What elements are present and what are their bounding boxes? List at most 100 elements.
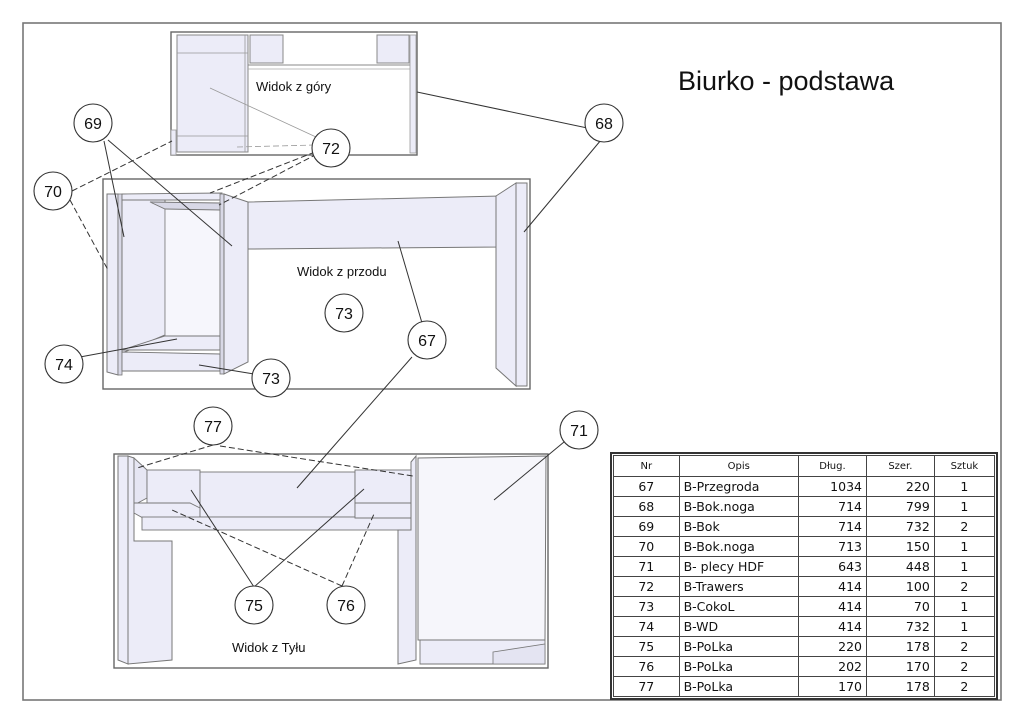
- callout-77-label: 77: [204, 419, 222, 436]
- cell-sztuk: 2: [933, 656, 996, 677]
- cell-szer: 150: [865, 536, 935, 557]
- back-view: Widok z Tyłu: [113, 453, 549, 669]
- cell-sztuk: 1: [933, 536, 996, 557]
- cell-opis: B-Trawers: [678, 576, 799, 597]
- cell-nr: 74: [613, 616, 680, 637]
- cell-dlug: 414: [797, 596, 867, 617]
- cell-dlug: 643: [797, 556, 867, 577]
- cell-sztuk: 2: [933, 576, 996, 597]
- cell-nr: 76: [613, 656, 680, 677]
- callout-73-center-label: 73: [335, 306, 353, 323]
- cell-sztuk: 2: [933, 636, 996, 657]
- drawing-title: Biurko - podstawa: [678, 66, 895, 96]
- cell-dlug: 202: [797, 656, 867, 677]
- cell-nr: 72: [613, 576, 680, 597]
- callout-75: 75: [234, 585, 274, 625]
- cell-dlug: 414: [797, 576, 867, 597]
- cell-szer: 178: [865, 636, 935, 657]
- cell-opis: B-PoLka: [678, 676, 799, 697]
- cell-dlug: 1034: [797, 476, 867, 497]
- cell-szer: 178: [865, 676, 935, 697]
- cell-dlug: 170: [797, 676, 867, 697]
- cell-sztuk: 1: [933, 596, 996, 617]
- cell-szer: 448: [865, 556, 935, 577]
- cell-opis: B- plecy HDF: [678, 556, 799, 577]
- cell-szer: 70: [865, 596, 935, 617]
- parts-table-header: Nr Opis Dług. Szer. Sztuk: [613, 455, 996, 477]
- cell-szer: 100: [865, 576, 935, 597]
- callout-73-center: 73: [324, 293, 364, 333]
- callout-69: 69: [73, 103, 113, 143]
- cell-dlug: 220: [797, 636, 867, 657]
- cell-dlug: 713: [797, 536, 867, 557]
- header-szer: Szer.: [865, 455, 935, 477]
- callout-76-label: 76: [337, 598, 355, 615]
- header-nr: Nr: [613, 455, 680, 477]
- cell-opis: B-PoLka: [678, 636, 799, 657]
- cell-nr: 67: [613, 476, 680, 497]
- callout-73-bottom: 73: [251, 358, 291, 398]
- callout-76: 76: [326, 585, 366, 625]
- header-opis: Opis: [678, 455, 799, 477]
- top-view-label: Widok z góry: [256, 79, 332, 94]
- top-view-right-leg: [376, 34, 410, 64]
- cell-sztuk: 2: [933, 676, 996, 697]
- cell-nr: 68: [613, 496, 680, 517]
- callout-69-label: 69: [84, 116, 102, 133]
- header-dlug: Dług.: [797, 455, 867, 477]
- callout-67-label: 67: [418, 333, 436, 350]
- callout-71: 71: [559, 410, 599, 450]
- callout-77: 77: [193, 406, 233, 446]
- cell-sztuk: 1: [933, 616, 996, 637]
- leader-lines: [69, 87, 612, 588]
- cell-szer: 732: [865, 616, 935, 637]
- top-view-cabinet: [176, 34, 249, 153]
- callout-75-label: 75: [245, 598, 263, 615]
- cell-opis: B-Bok.noga: [678, 496, 799, 517]
- cell-nr: 75: [613, 636, 680, 657]
- callout-72-label: 72: [322, 141, 340, 158]
- callout-72: 72: [311, 128, 351, 168]
- cell-dlug: 414: [797, 616, 867, 637]
- cell-nr: 77: [613, 676, 680, 697]
- callout-68-label: 68: [595, 116, 613, 133]
- callout-67: 67: [407, 320, 447, 360]
- callout-71-label: 71: [570, 423, 588, 440]
- front-view: Widok z przodu: [102, 178, 531, 390]
- cell-sztuk: 1: [933, 476, 996, 497]
- callout-74-label: 74: [55, 357, 73, 374]
- cell-opis: B-WD: [678, 616, 799, 637]
- callout-74: 74: [44, 344, 84, 384]
- cell-nr: 70: [613, 536, 680, 557]
- cell-opis: B-PoLka: [678, 656, 799, 677]
- page-border: [22, 22, 1002, 701]
- cell-szer: 170: [865, 656, 935, 677]
- cell-dlug: 714: [797, 496, 867, 517]
- cell-opis: B-Przegroda: [678, 476, 799, 497]
- cell-dlug: 714: [797, 516, 867, 537]
- cell-sztuk: 1: [933, 556, 996, 577]
- top-view: Widok z góry: [170, 31, 418, 156]
- header-sztuk: Sztuk: [933, 455, 996, 477]
- cell-opis: B-Bok: [678, 516, 799, 537]
- cell-szer: 732: [865, 516, 935, 537]
- callout-70-label: 70: [44, 184, 62, 201]
- cell-nr: 69: [613, 516, 680, 537]
- cell-szer: 220: [865, 476, 935, 497]
- cell-nr: 71: [613, 556, 680, 577]
- top-view-left-leg: [249, 34, 284, 64]
- cell-opis: B-CokoL: [678, 596, 799, 617]
